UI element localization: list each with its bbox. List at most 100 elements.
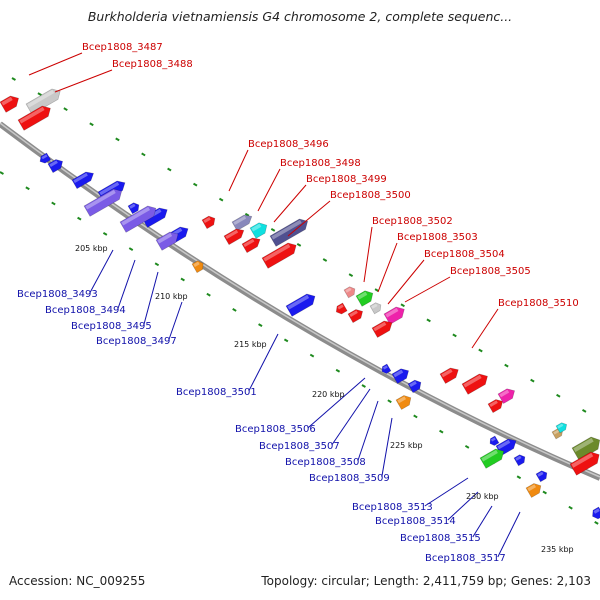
leader-line [273,184,307,223]
gene-arrow-shine [573,437,594,453]
gene-arrow-shine [233,215,247,225]
gene-arrow [407,379,422,394]
gene-arrow [555,422,568,434]
gene-arrow-shine [490,437,496,442]
gene-label-bottom: Bcep1808_3497 [96,336,177,347]
guide-dash [180,277,185,282]
leader-line [424,477,469,507]
gene-arrow [285,293,316,317]
gene-arrow [249,222,268,239]
guide-dash [464,444,470,449]
gene-arrow-shine [481,449,498,462]
gene-arrow [223,228,245,246]
gene-label-bottom: Bcep1808_3506 [235,424,316,435]
guide-dash [167,167,172,172]
scale-tick-label: 215 kbp [234,340,267,349]
scale-tick-label: 210 kbp [155,292,188,301]
gene-arrow [487,399,503,414]
gene-glyph [489,435,500,446]
gene-glyph [569,451,600,476]
gene-label-top: Bcep1808_3503 [397,232,478,243]
gene-arrow-shine [337,304,344,310]
guide-dash [218,197,224,202]
gene-arrow-shine [382,365,388,370]
gene-features [0,88,600,520]
gene-label-top: Bcep1808_3510 [498,298,579,309]
gene-arrow-shine [263,243,291,262]
gene-glyph [407,379,422,394]
gene-arrow [261,242,297,269]
guide-dash [568,505,573,510]
guide-dash [322,258,328,262]
gene-arrow-shine [593,508,600,514]
leader-line [168,301,183,341]
gene-arrow-shine [515,455,522,461]
gene-glyph [535,470,548,483]
gene-arrow-shine [497,439,511,450]
guide-dash [504,363,509,368]
guide-dash [244,212,250,217]
gene-arrow-shine [193,261,200,267]
gene-arrow-shine [225,229,239,239]
gene-arrow-shine [243,238,255,247]
guide-dash [51,201,56,206]
guide-dash [63,107,68,112]
leader-line [471,308,499,349]
gene-label-bottom: Bcep1808_3507 [259,441,340,452]
gene-arrow-shine [371,303,378,309]
gene-arrow [592,506,600,520]
gene-arrow-shine [27,89,55,108]
gene-arrow [395,395,412,410]
gene-arrow [39,152,52,164]
gene-arrow [347,309,363,324]
guide-dash [206,292,211,297]
guide-dash [25,186,30,191]
gene-arrow [569,451,600,476]
gene-arrow [479,448,505,469]
gene-glyph [249,222,268,239]
gene-arrow [241,237,261,254]
gene-glyph [71,171,94,190]
gene-glyph [201,215,216,230]
gene-arrow-shine [537,471,544,477]
gene-arrow-shine [385,307,399,318]
gene-arrow-shine [121,206,151,226]
gene-label-top: Bcep1808_3496 [248,139,329,150]
gene-label-bottom: Bcep1808_3494 [45,305,126,316]
gene-labels: Bcep1808_3487Bcep1808_3488Bcep1808_3496B… [17,42,579,564]
gene-glyph [119,205,157,233]
gene-arrow [343,286,356,299]
gene-label-bottom: Bcep1808_3508 [285,457,366,468]
leader-line [28,52,83,76]
leader-line [228,149,249,192]
gene-glyph [347,309,363,324]
gene-arrow-shine [463,374,482,388]
gene-arrow-shine [203,216,211,223]
gene-arrow-shine [349,310,358,317]
gene-glyph [439,367,459,384]
gene-arrow-shine [357,291,368,300]
gene-glyph [571,436,600,461]
gene-label-bottom: Bcep1808_3517 [425,553,506,564]
gene-arrow [201,215,216,230]
guide-dash [309,353,315,358]
guide-dash [193,182,198,187]
gene-arrow [381,363,392,374]
gene-arrow-shine [271,219,302,240]
gene-label-bottom: Bcep1808_3501 [176,387,257,398]
gene-arrow-shine [19,106,45,124]
guide-dash [141,152,146,157]
leader-line [331,388,371,446]
gene-label-bottom: Bcep1808_3515 [400,533,481,544]
gene-arrow-shine [251,223,262,232]
gene-glyph [525,483,542,498]
gene-glyph [39,152,52,164]
label-leader-lines [28,52,521,558]
gene-glyph [127,202,140,215]
guide-dash [582,408,587,413]
gene-label-bottom: Bcep1808_3495 [71,321,152,332]
leader-line [89,249,114,294]
guide-dash [232,308,237,312]
gene-arrow-shine [49,160,58,167]
gene-glyph [395,395,412,410]
